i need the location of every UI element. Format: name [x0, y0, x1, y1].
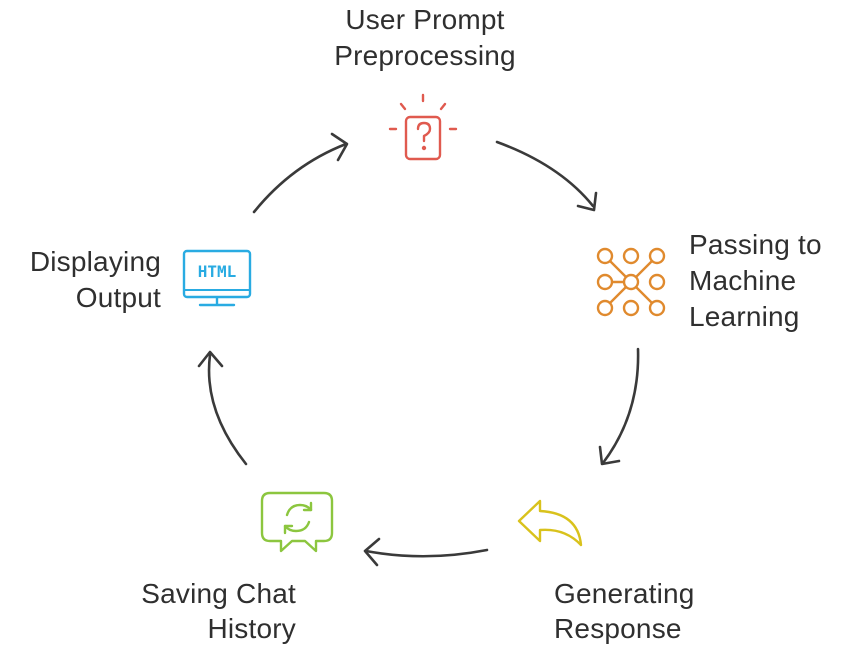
label-line: Learning: [689, 301, 800, 332]
label-line: Output: [75, 282, 161, 313]
arrow-history-to-displaying: [197, 350, 248, 466]
label-line: Preprocessing: [334, 40, 516, 71]
html-icon-text: HTML: [198, 262, 237, 281]
arrow-ml-to-response: [598, 347, 640, 466]
chat-refresh-icon: [260, 491, 334, 553]
label-line: Passing to: [689, 229, 822, 260]
step-label-displaying-output: Displaying Output: [0, 244, 161, 316]
reply-arrow-icon: [517, 499, 583, 547]
html-monitor-icon: HTML: [182, 249, 252, 307]
arrow-displaying-to-prompt: [252, 132, 349, 214]
label-line: Displaying: [29, 246, 161, 277]
label-line: Response: [554, 613, 682, 644]
label-line: History: [207, 613, 296, 644]
step-label-machine-learning: Passing to Machine Learning: [689, 227, 822, 335]
step-label-saving-chat-history: Saving Chat History: [96, 576, 296, 646]
neural-network-icon: [596, 247, 666, 317]
arrow-prompt-to-ml: [495, 140, 598, 212]
label-line: User Prompt: [345, 4, 505, 35]
step-label-user-prompt: User Prompt Preprocessing: [305, 2, 545, 74]
arrow-response-to-history: [363, 537, 489, 567]
label-line: Saving Chat: [141, 578, 296, 609]
label-line: Generating: [554, 578, 695, 609]
question-document-icon: [388, 93, 458, 161]
step-label-generating-response: Generating Response: [554, 576, 695, 646]
label-line: Machine: [689, 265, 797, 296]
